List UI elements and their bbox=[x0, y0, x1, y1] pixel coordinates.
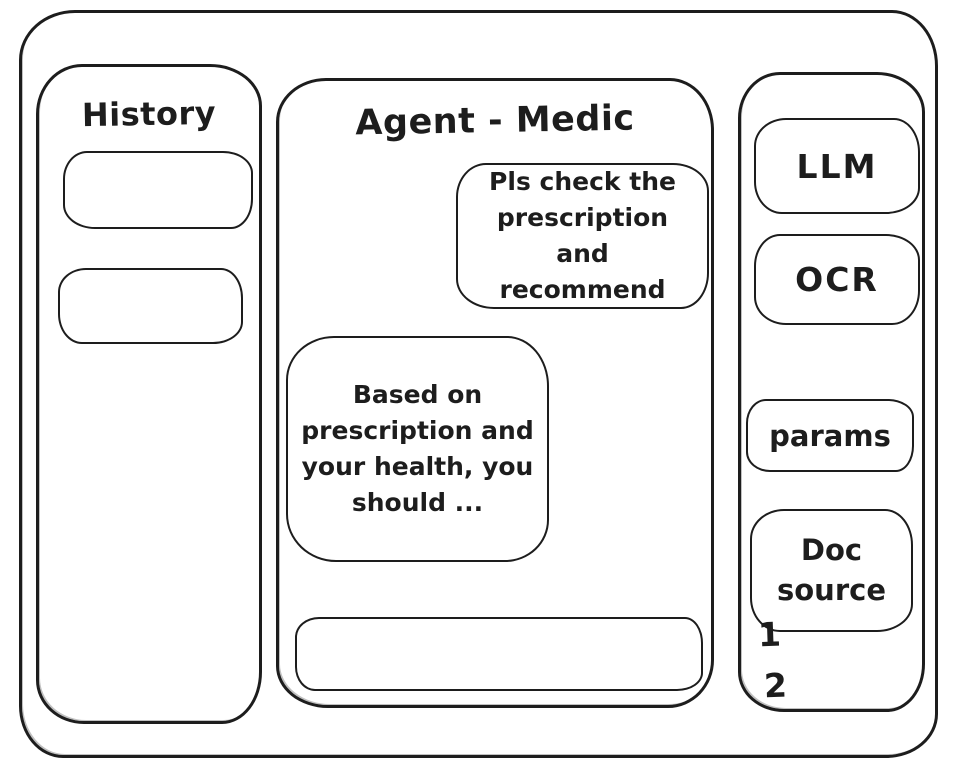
params-button[interactable]: params bbox=[746, 399, 914, 472]
doc-source-item-2[interactable]: 2 bbox=[763, 665, 788, 706]
history-panel: History bbox=[36, 64, 262, 724]
llm-button[interactable]: LLM bbox=[754, 118, 920, 214]
params-button-label: params bbox=[769, 418, 891, 453]
agent-message-text: Based on prescription and your health, y… bbox=[301, 379, 534, 518]
message-input[interactable] bbox=[295, 617, 703, 691]
history-title: History bbox=[81, 93, 217, 135]
doc-source-button[interactable]: Doc source bbox=[750, 509, 913, 632]
chat-panel: Agent - Medic Pls check the prescription… bbox=[276, 78, 714, 708]
doc-source-button-label: Doc source bbox=[777, 533, 886, 607]
history-item-2[interactable] bbox=[58, 268, 243, 344]
ocr-button-label: OCR bbox=[795, 260, 879, 299]
llm-button-label: LLM bbox=[796, 146, 878, 186]
ocr-button[interactable]: OCR bbox=[754, 234, 920, 325]
agent-message-bubble: Based on prescription and your health, y… bbox=[286, 336, 549, 562]
doc-source-item-1[interactable]: 1 bbox=[757, 614, 782, 655]
chat-title: Agent - Medic bbox=[355, 98, 635, 144]
history-item-1[interactable] bbox=[63, 151, 253, 229]
user-message-bubble: Pls check the prescription and recommend bbox=[456, 163, 709, 309]
tools-panel: LLM OCR params Doc source 1 2 bbox=[738, 72, 925, 712]
user-message-text: Pls check the prescription and recommend bbox=[489, 166, 676, 305]
